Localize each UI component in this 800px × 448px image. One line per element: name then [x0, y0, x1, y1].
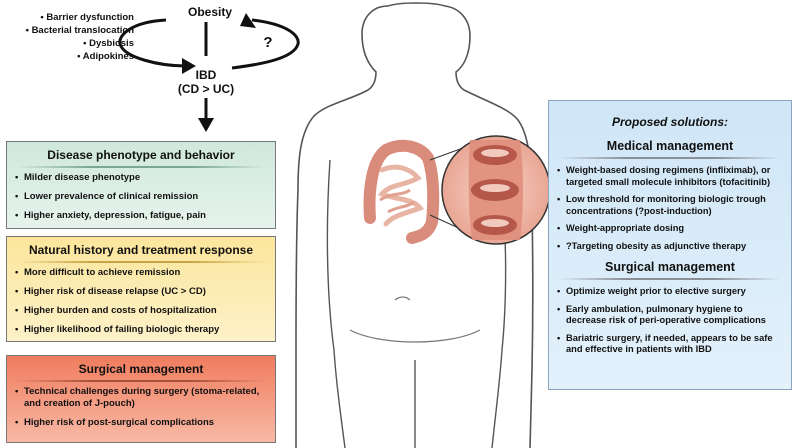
- factor-item: • Bacterial translocation: [25, 25, 134, 36]
- factor-item: • Barrier dysfunction: [40, 12, 134, 23]
- list-item: Higher risk of disease relapse (UC > CD): [15, 286, 267, 298]
- list-item: More difficult to achieve remission: [15, 267, 267, 279]
- proposed-solutions-box: Proposed solutions: Medical management W…: [548, 100, 792, 390]
- question-mark: ?: [263, 34, 273, 51]
- colon-illustration: [363, 139, 440, 244]
- list-item: Technical challenges during surgery (sto…: [15, 386, 267, 410]
- phenotype-box: Disease phenotype and behavior Milder di…: [6, 141, 276, 229]
- surgical-risk-title: Surgical management: [78, 362, 204, 376]
- list-item: Higher likelihood of failing biologic th…: [15, 324, 267, 336]
- list-item: ?Targeting obesity as adjunctive therapy: [557, 241, 783, 253]
- factor-item: • Dysbiosis: [83, 38, 134, 49]
- proposed-solutions-heading: Proposed solutions:: [611, 115, 728, 129]
- medical-management-title: Medical management: [606, 139, 734, 153]
- surgical-risk-box: Surgical management Technical challenges…: [6, 355, 276, 443]
- list-item: Higher risk of post-surgical complicatio…: [15, 417, 267, 429]
- list-item: Optimize weight prior to elective surger…: [557, 286, 783, 298]
- natural-history-title: Natural history and treatment response: [28, 243, 254, 257]
- list-item: Weight-based dosing regimens (infliximab…: [557, 165, 783, 188]
- factor-item: • Adipokines: [77, 51, 134, 62]
- phenotype-title: Disease phenotype and behavior: [47, 148, 235, 162]
- natural-history-box: Natural history and treatment response M…: [6, 236, 276, 342]
- list-item: Higher anxiety, depression, fatigue, pai…: [15, 210, 267, 222]
- list-item: Early ambulation, pulmonary hygiene to d…: [557, 304, 783, 327]
- ibd-label: IBD: [195, 68, 217, 82]
- list-item: Lower prevalence of clinical remission: [15, 191, 267, 203]
- obesity-label: Obesity: [187, 5, 232, 19]
- list-item: Low threshold for monitoring biologic tr…: [557, 194, 783, 217]
- list-item: Milder disease phenotype: [15, 172, 267, 184]
- body-silhouette: [295, 5, 534, 448]
- surgical-management-title: Surgical management: [605, 260, 735, 274]
- mechanism-factor-list: • Barrier dysfunction • Bacterial transl…: [4, 11, 134, 63]
- ibd-sublabel: (CD > UC): [177, 82, 235, 96]
- list-item: Weight-appropriate dosing: [557, 223, 783, 235]
- colon-zoom-inset: [441, 135, 551, 245]
- list-item: Higher burden and costs of hospitalizati…: [15, 305, 267, 317]
- list-item: Bariatric surgery, if needed, appears to…: [557, 333, 783, 356]
